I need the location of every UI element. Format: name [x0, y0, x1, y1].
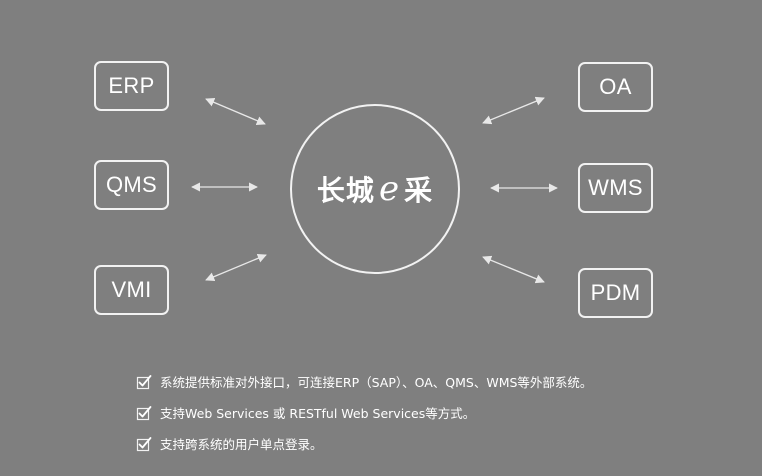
system-node-wms: WMS	[578, 163, 653, 213]
feature-text: 系统提供标准对外接口，可连接ERP（SAP）、OA、QMS、WMS等外部系统。	[160, 375, 593, 390]
feature-text: 支持Web Services 或 RESTful Web Services等方式…	[160, 406, 476, 421]
arrow-pdm-hub	[482, 255, 545, 284]
arrow-vmi-hub	[205, 253, 267, 282]
system-node-erp: ERP	[94, 61, 169, 111]
feature-text: 支持跨系统的用户单点登录。	[160, 437, 323, 452]
hub-label-prefix: 长城	[316, 174, 375, 207]
feature-item: 支持Web Services 或 RESTful Web Services等方式…	[136, 397, 592, 428]
checkbox-checked-icon	[136, 436, 152, 451]
feature-item: 系统提供标准对外接口，可连接ERP（SAP）、OA、QMS、WMS等外部系统。	[136, 366, 592, 397]
system-node-oa: OA	[578, 62, 653, 112]
system-node-vmi: VMI	[94, 265, 169, 315]
checkbox-checked-icon	[136, 374, 152, 389]
arrow-oa-hub	[482, 96, 545, 125]
system-node-pdm: PDM	[578, 268, 653, 318]
checkbox-checked-icon	[136, 405, 152, 420]
arrow-erp-hub	[205, 98, 266, 125]
hub-label-suffix: 采	[404, 174, 434, 207]
system-node-qms: QMS	[94, 160, 169, 210]
feature-item: 支持跨系统的用户单点登录。	[136, 428, 592, 459]
feature-list: 系统提供标准对外接口，可连接ERP（SAP）、OA、QMS、WMS等外部系统。 …	[136, 366, 592, 459]
hub-label-e: e	[378, 169, 401, 209]
